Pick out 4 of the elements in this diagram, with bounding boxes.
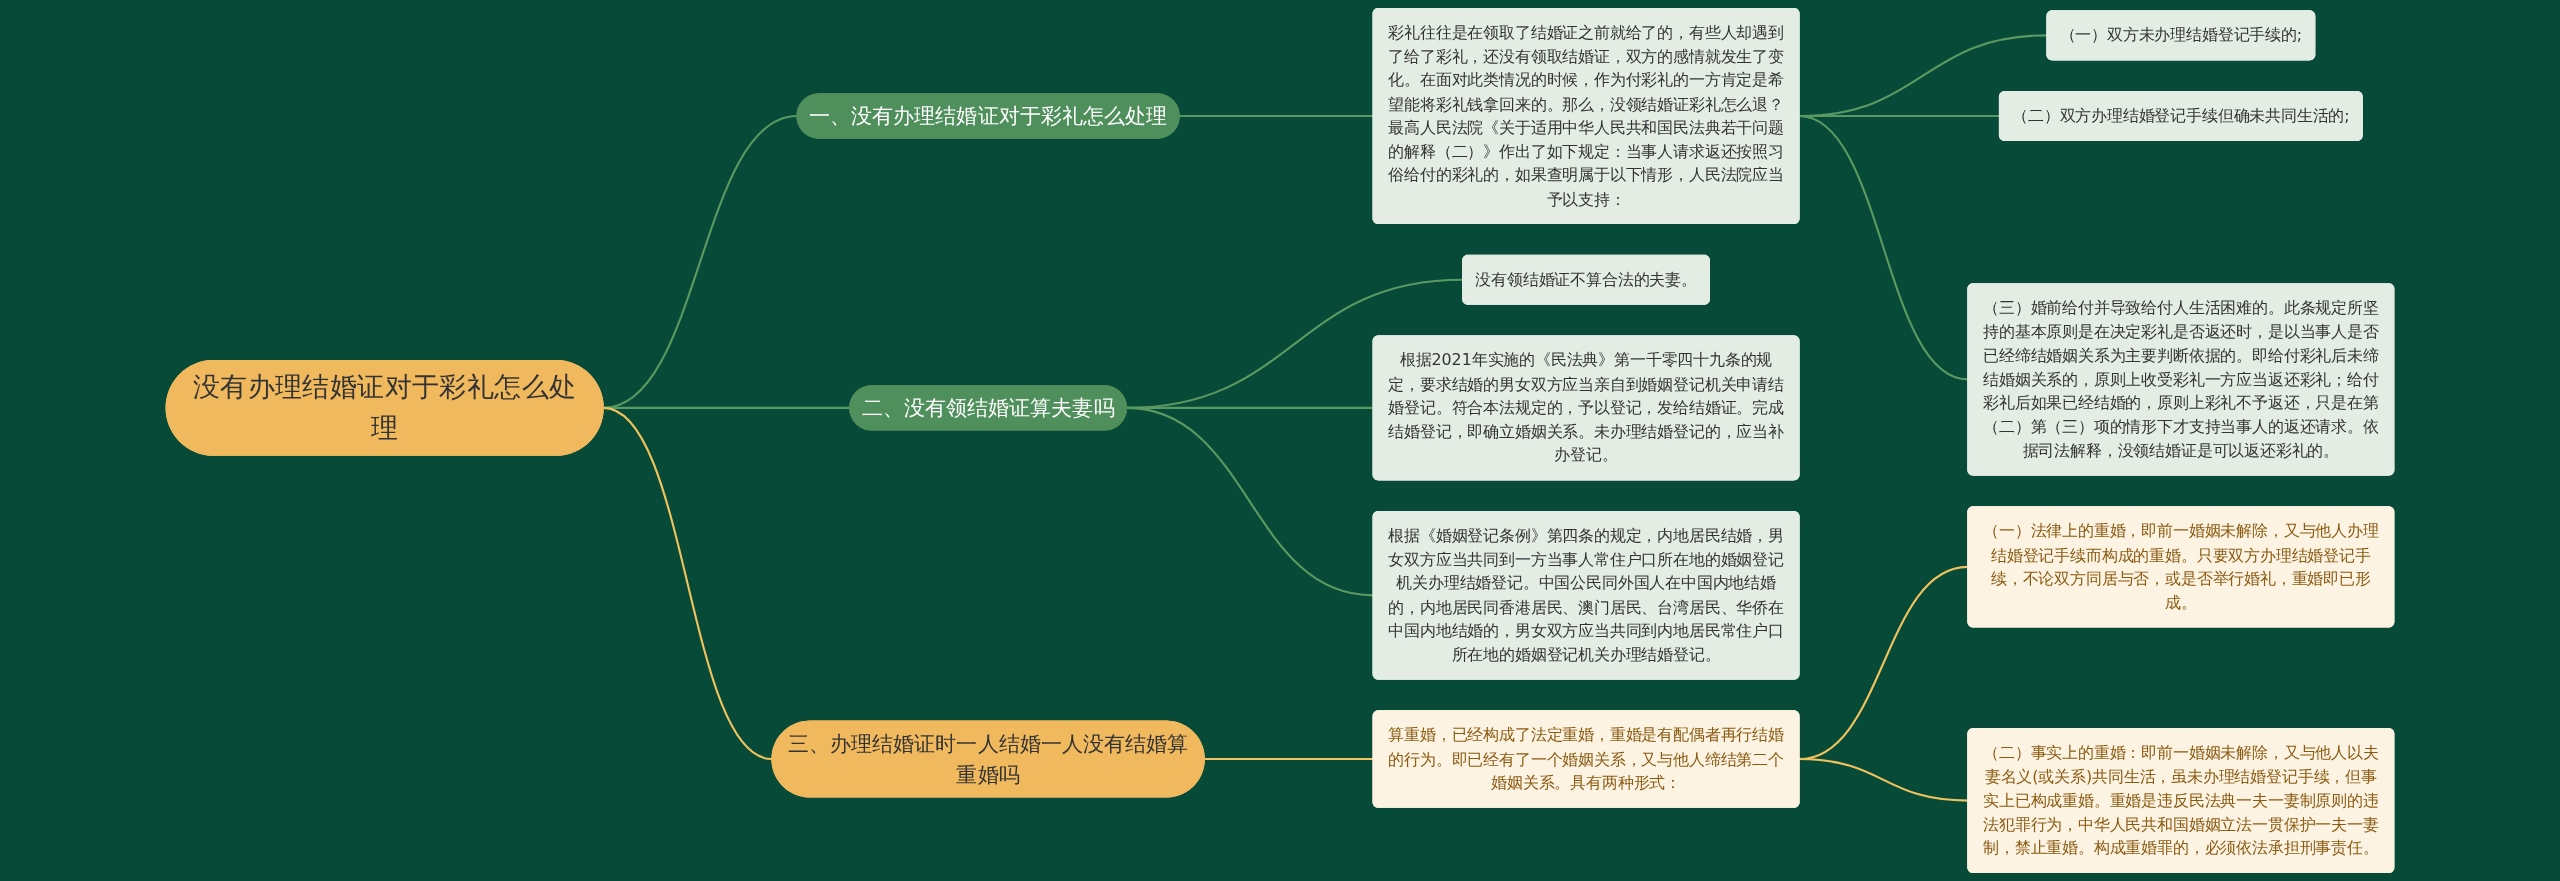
connector (1799, 758, 1968, 802)
connector (1204, 758, 1374, 761)
connector (1126, 406, 1374, 597)
connector (1179, 114, 1374, 118)
